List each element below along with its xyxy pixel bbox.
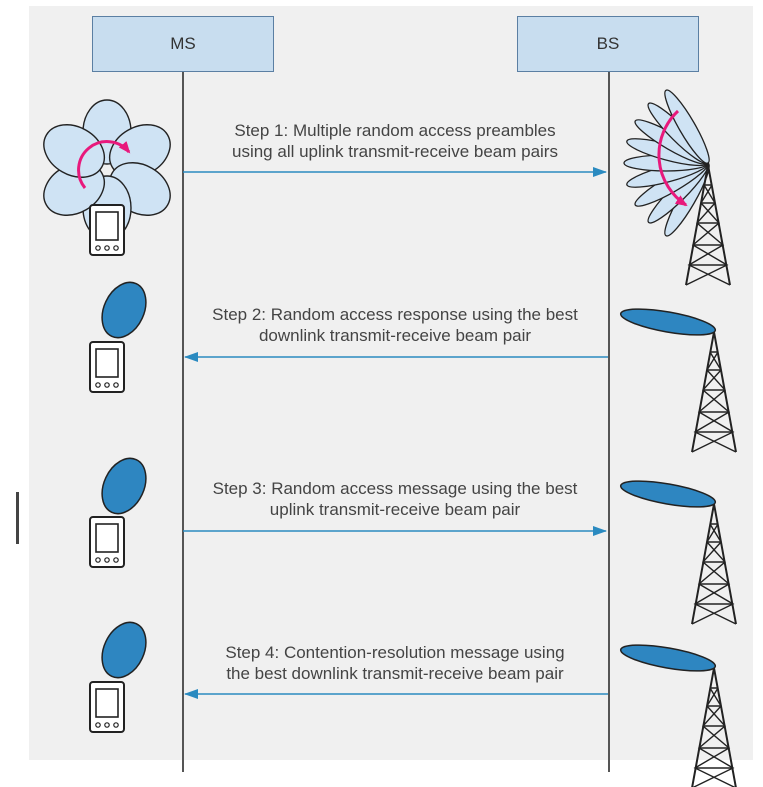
ms-phone-icon: [89, 681, 125, 733]
entity-ms-box: MS: [92, 16, 274, 72]
ms-best-beam-icon: [101, 621, 147, 679]
step4-line1: Step 4: Contention-resolution message us…: [225, 643, 565, 662]
entity-ms-label: MS: [170, 34, 196, 53]
left-edge-marker: [16, 492, 19, 544]
step2-label: Step 2: Random access response using the…: [185, 304, 605, 346]
step4-line2: the best downlink transmit-receive beam …: [226, 664, 564, 683]
bs-best-beam-icon: [619, 644, 717, 672]
step1-line1: Step 1: Multiple random access preambles: [234, 121, 556, 140]
ms-phone-icon: [89, 341, 125, 393]
ms-best-beam-icon: [101, 457, 147, 515]
ms-phone-icon: [89, 516, 125, 568]
ms-phone-icon: [89, 204, 125, 256]
step2-line2: downlink transmit-receive beam pair: [258, 326, 532, 345]
bs-best-beam-icon: [619, 308, 717, 336]
step3-label: Step 3: Random access message using the …: [185, 478, 605, 520]
ms-beam-sweep-icon: [43, 99, 171, 241]
ms-best-beam-icon: [101, 281, 147, 339]
bs-tower-icon: [691, 667, 737, 787]
bs-best-beam-icon: [619, 480, 717, 508]
step4-label: Step 4: Contention-resolution message us…: [185, 642, 605, 684]
entity-bs-label: BS: [596, 34, 620, 53]
bs-beam-sweep-icon: [623, 89, 710, 237]
step2-line1: Step 2: Random access response using the…: [212, 305, 578, 324]
step3-line1: Step 3: Random access message using the …: [212, 479, 578, 498]
step1-label: Step 1: Multiple random access preambles…: [185, 120, 605, 162]
step1-line2: using all uplink transmit-receive beam p…: [232, 142, 558, 161]
bs-tower-icon: [691, 331, 737, 453]
bs-lifeline: [608, 72, 610, 772]
step3-line2: uplink transmit-receive beam pair: [269, 500, 521, 519]
bs-tower-icon: [691, 503, 737, 625]
ms-lifeline: [182, 72, 184, 772]
entity-bs-box: BS: [517, 16, 699, 72]
